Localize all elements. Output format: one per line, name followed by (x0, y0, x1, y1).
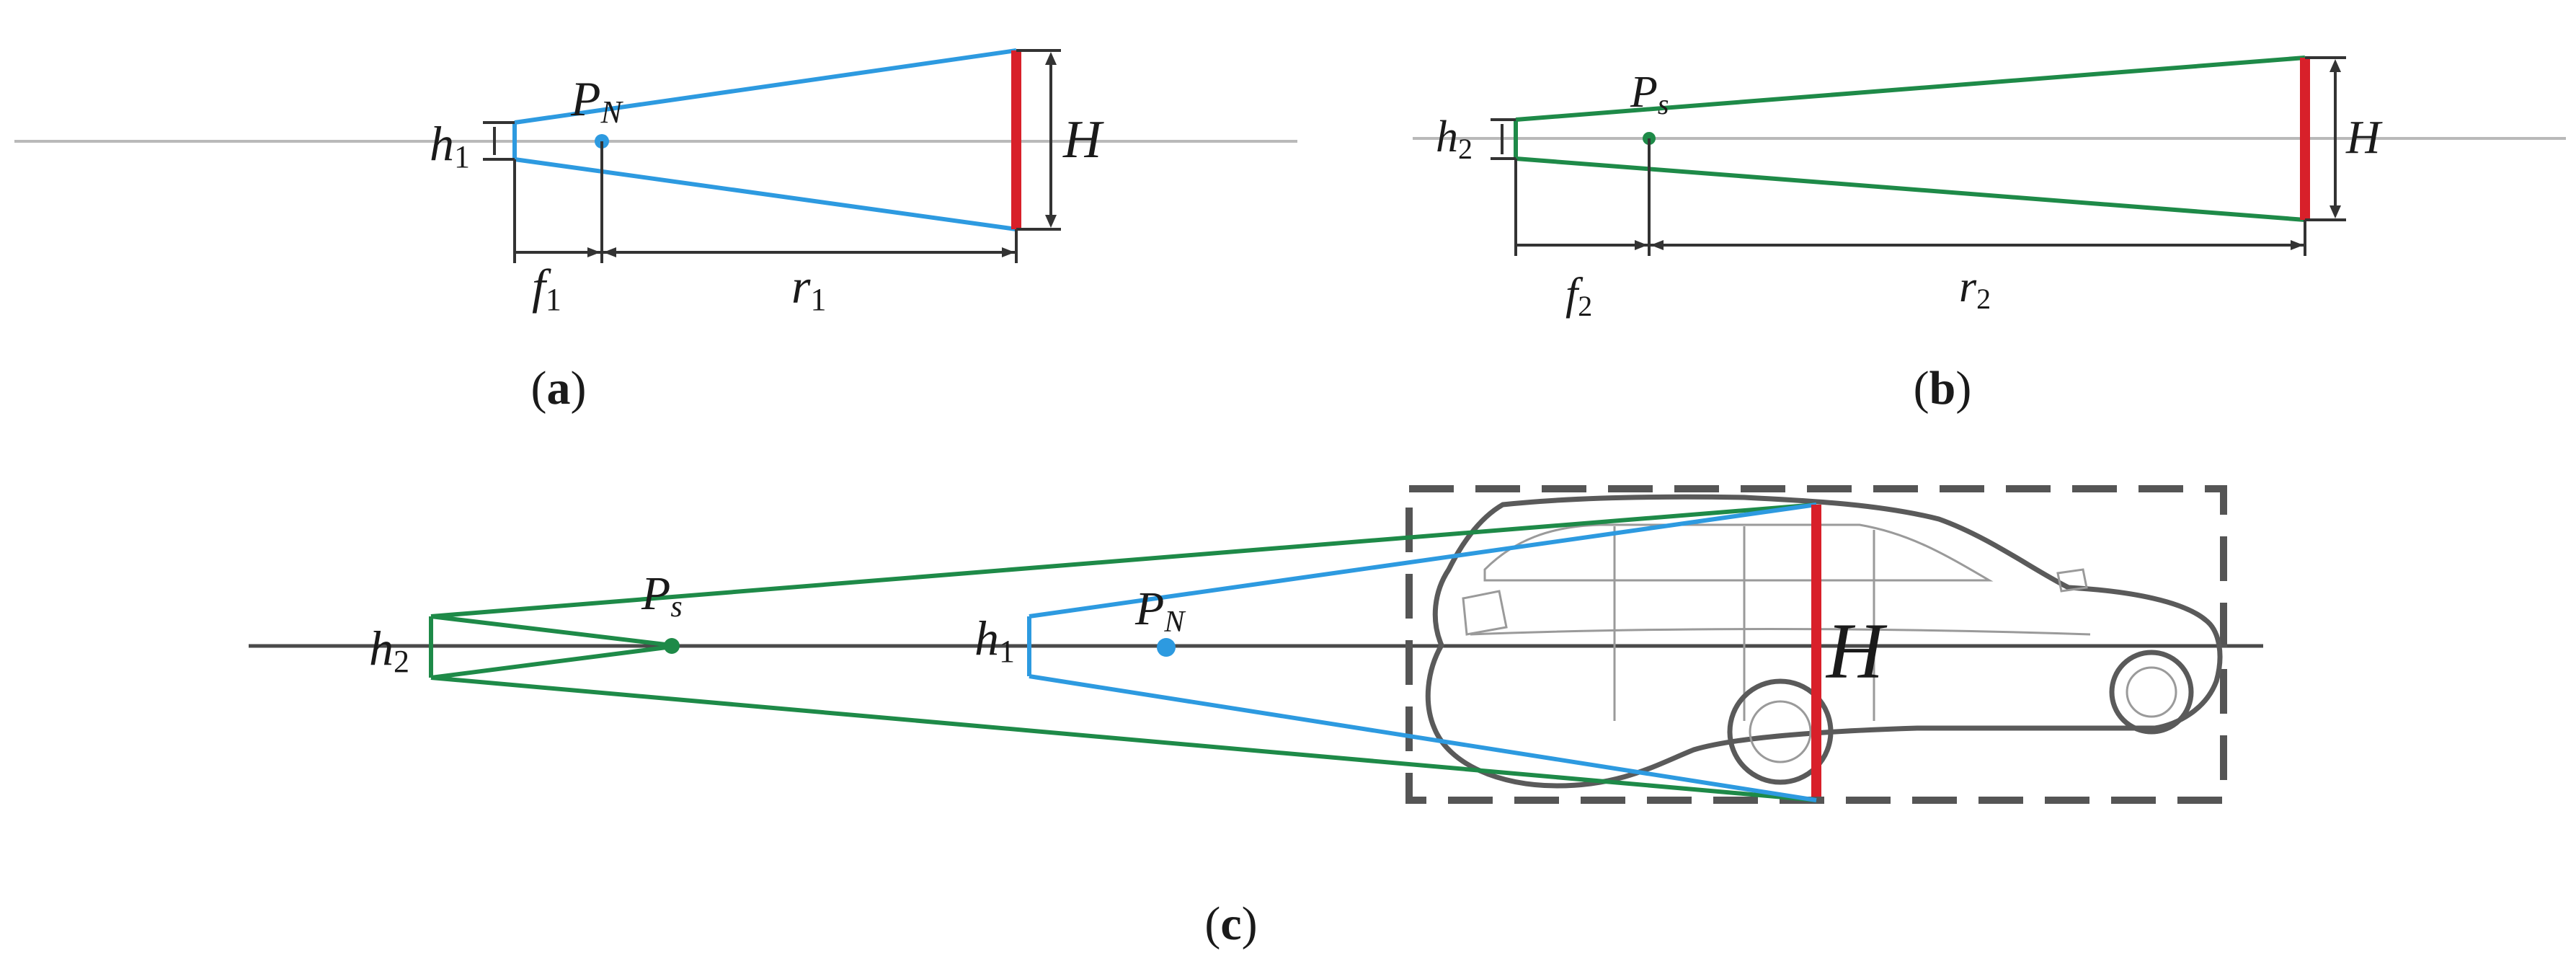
panel-a-label-f: f1 (532, 259, 561, 317)
panel-a-H-arrow-up (1045, 52, 1057, 65)
panel-c-caption: (c) (1204, 898, 1257, 950)
vehicle-front-wheel-rim (2126, 666, 2177, 718)
panel-b-label-H: H (2345, 111, 2383, 164)
panel-a-label-node: PN (570, 71, 624, 130)
panel-c-wide-upper-ray (430, 502, 1817, 619)
vehicle-body-outline (1425, 494, 2223, 789)
panel-c-wide-lower-ray (430, 675, 1817, 802)
panel-a-label-r: r1 (791, 259, 826, 317)
vehicle-rear-wheel (1727, 678, 1834, 785)
panel-b-H-arrow-down (2329, 205, 2341, 218)
panel-b-f-arrow-right (1635, 240, 1648, 250)
panel-a: h1 PN H f1 r1 (a) (14, 48, 1297, 415)
panel-c-label-pn: PN (1134, 582, 1186, 639)
panel-a-f-arrow-right (587, 247, 600, 257)
panel-b-label-h: h2 (1436, 112, 1473, 165)
vehicle-mirror (2056, 568, 2088, 593)
panel-a-label-h: h1 (430, 116, 470, 174)
panel-a-H-arrow-down (1045, 215, 1057, 228)
panel-b-caption: (b) (1914, 362, 1972, 415)
vehicle-rear-wheel-rim (1749, 700, 1812, 763)
panel-c-narrow-node-point (1157, 638, 1176, 657)
panel-a-lower-ray (514, 157, 1017, 231)
panel-b: h2 Ps H f2 r2 (b) (1413, 56, 2566, 415)
panel-a-label-H: H (1062, 110, 1104, 169)
panel-a-r-arrow-left (603, 247, 616, 257)
vehicle-rear-light (1462, 590, 1508, 636)
panel-c-wide-node-point (664, 638, 680, 654)
panel-c-label-H: H (1825, 607, 1888, 695)
panel-c-label-h1: h1 (974, 611, 1015, 669)
panel-b-r-arrow-left (1651, 240, 1664, 250)
panel-c-narrow-lower-ray (1029, 674, 1817, 802)
panel-c: h2 Ps h1 PN H (c) (249, 485, 2263, 950)
panel-a-caption: (a) (531, 362, 587, 415)
panel-c-vehicle-drawing (1425, 494, 2223, 789)
panel-c-wide-cross-ray-1 (430, 614, 678, 648)
panel-a-r-arrow-right (1002, 247, 1015, 257)
panel-c-label-ps: Ps (641, 567, 683, 624)
vehicle-body-crease (1470, 628, 2091, 636)
vehicle-front-wheel (2109, 650, 2194, 735)
panel-c-narrow-upper-ray (1029, 502, 1817, 619)
panel-c-wide-cross-ray-2 (430, 644, 678, 680)
panel-a-upper-ray (514, 48, 1017, 125)
panel-b-label-r: r2 (1959, 262, 1991, 315)
panel-b-label-node: Ps (1630, 68, 1669, 120)
vehicle-window-line (1483, 523, 1994, 582)
panel-b-H-arrow-up (2329, 59, 2341, 72)
panel-b-r-arrow-right (2291, 240, 2304, 250)
panel-b-label-f: f2 (1565, 270, 1592, 322)
panel-c-label-h2: h2 (369, 621, 409, 679)
panel-b-lower-ray (1515, 156, 2306, 222)
panel-b-upper-ray (1515, 56, 2306, 122)
